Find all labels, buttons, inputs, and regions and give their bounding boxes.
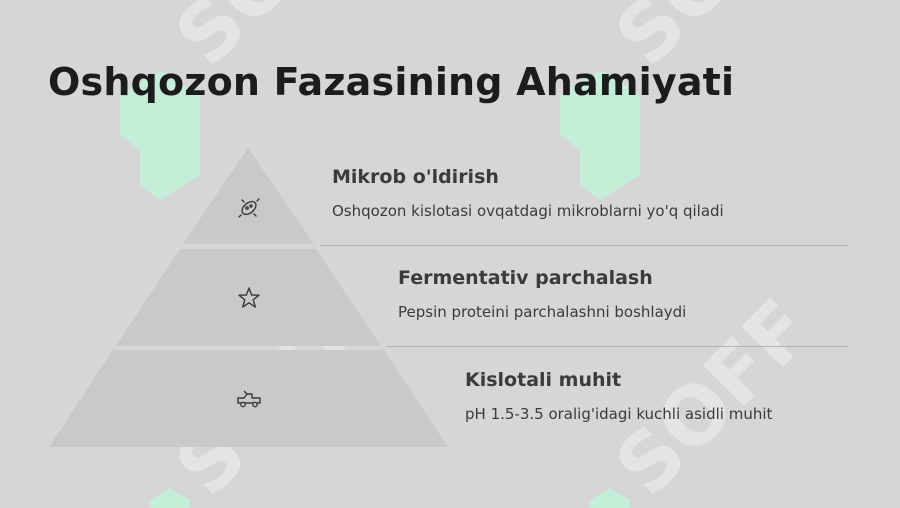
- pyramid-tier-bottom: [49, 350, 448, 447]
- pyramid-tier-top: [183, 148, 314, 244]
- truck-icon: [237, 390, 261, 408]
- row-divider: [320, 245, 848, 246]
- row-description: pH 1.5-3.5 oralig'idagi kuchli asidli mu…: [465, 405, 773, 423]
- page-title: Oshqozon Fazasining Ahamiyati: [48, 60, 735, 104]
- row-divider: [386, 346, 848, 347]
- pyramid-tier-middle: [116, 249, 381, 346]
- star-icon: [238, 287, 260, 308]
- row-description: Pepsin proteini parchalashni boshlaydi: [398, 303, 687, 321]
- row-title: Mikrob o'ldirish: [332, 166, 499, 188]
- row-title: Fermentativ parchalash: [398, 267, 653, 289]
- row-fermentativ: Fermentativ parchalash Pepsin proteini p…: [398, 267, 686, 321]
- row-title: Kislotali muhit: [465, 369, 622, 391]
- row-kislotali: Kislotali muhit pH 1.5-3.5 oralig'idagi …: [465, 369, 772, 423]
- bacteria-icon: [238, 198, 260, 218]
- row-mikrob: Mikrob o'ldirish Oshqozon kislotasi ovqa…: [332, 166, 724, 220]
- row-description: Oshqozon kislotasi ovqatdagi mikroblarni…: [332, 202, 724, 220]
